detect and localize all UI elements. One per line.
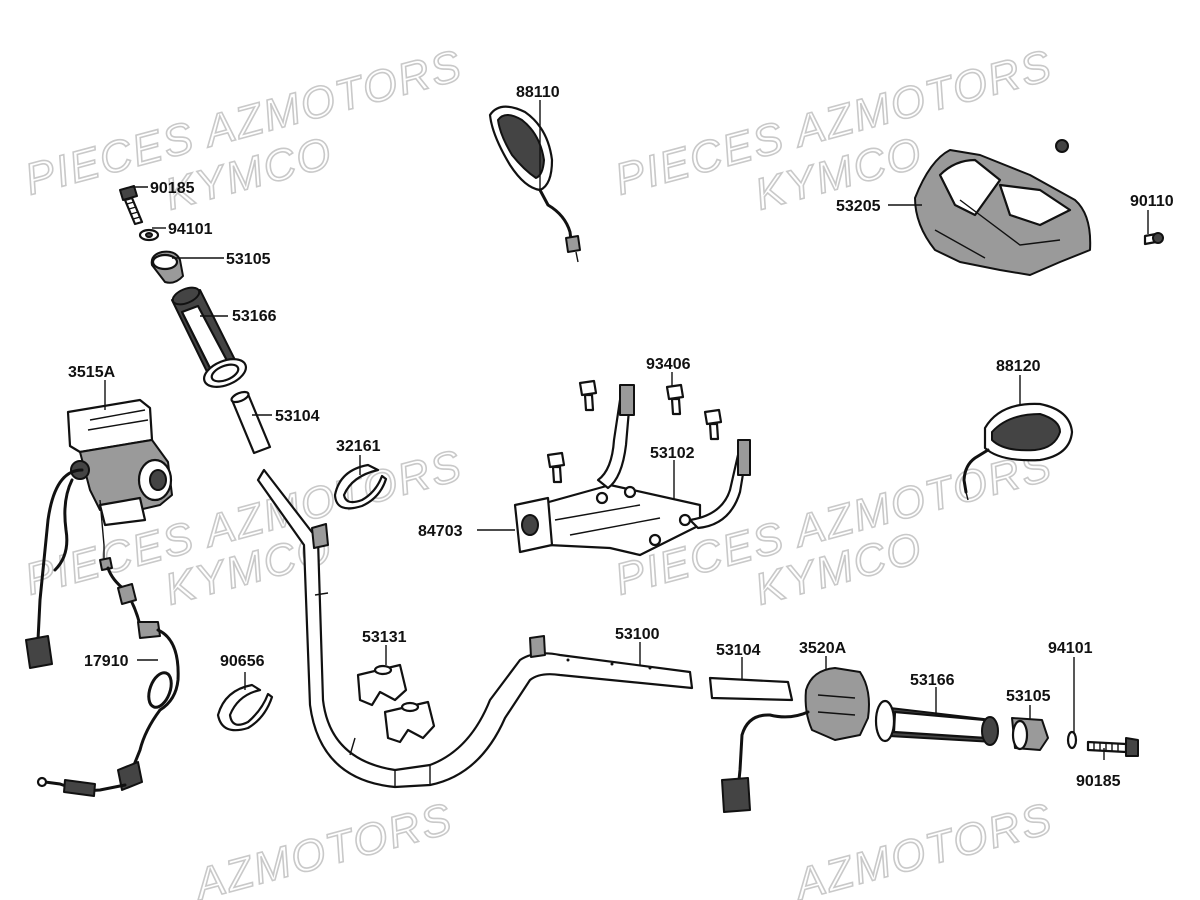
bolt-93406: [546, 379, 723, 484]
label-53100: 53100: [615, 626, 660, 643]
label-53166-top: 53166: [232, 308, 277, 325]
label-90656: 90656: [220, 653, 265, 670]
label-90185-top: 90185: [150, 180, 195, 197]
leader-lines: [99, 100, 1149, 760]
label-3520A: 3520A: [799, 640, 847, 657]
label-53105-right: 53105: [1006, 688, 1051, 705]
label-90185-right: 90185: [1076, 773, 1121, 790]
switch-3520A: [721, 667, 870, 813]
label-17910: 17910: [84, 653, 129, 670]
part-labels: 88110 90185 94101 53105 53166 53205 9011…: [68, 84, 1174, 790]
washer-94101-top: [138, 228, 160, 242]
watermark-text: AZMOTORS: [187, 794, 458, 900]
screw-90110: [1143, 232, 1164, 246]
bar-end-weight-53105-top: [150, 250, 184, 284]
grip-53166-right: [874, 699, 999, 746]
bracket-53102: [518, 384, 751, 557]
label-94101-right: 94101: [1048, 640, 1093, 657]
handlebar-cover-53205: [914, 139, 1092, 276]
label-3515A: 3515A: [68, 364, 116, 381]
throttle-tube-53104-right: [708, 676, 794, 702]
label-53104-right: 53104: [716, 642, 761, 659]
label-90110: 90110: [1130, 193, 1174, 210]
label-88110: 88110: [516, 84, 560, 101]
bar-end-weight-53105-right: [1011, 717, 1049, 751]
damper-84703: [513, 496, 554, 554]
label-53166-right: 53166: [910, 672, 955, 689]
label-32161: 32161: [336, 438, 381, 455]
handlebar-holder-53131: [356, 663, 436, 744]
mirror-88110-left: [488, 105, 581, 263]
wire-harness-17910: [25, 468, 180, 797]
throttle-tube-53104-left: [230, 390, 272, 455]
washer-94101-right: [1066, 730, 1078, 750]
cable-clamp-90656: [216, 683, 274, 732]
label-53105-top: 53105: [226, 251, 271, 268]
handlebar-53100: [256, 468, 694, 789]
watermark-text: AZMOTORS: [787, 794, 1058, 900]
label-53205: 53205: [836, 198, 881, 215]
label-88120: 88120: [996, 358, 1041, 375]
cable-clamp-32161: [333, 463, 388, 510]
mirror-88120-right: [962, 402, 1074, 501]
label-94101-top: 94101: [168, 221, 213, 238]
label-84703: 84703: [418, 523, 463, 540]
label-93406: 93406: [646, 356, 691, 373]
grip-53166-left: [171, 286, 247, 388]
label-53102: 53102: [650, 445, 695, 462]
label-53104-top: 53104: [275, 408, 320, 425]
master-cylinder-3515A: [66, 398, 173, 527]
bolt-90185-right: [1086, 737, 1139, 757]
label-53131: 53131: [362, 629, 407, 646]
bolt-90185-top: [119, 185, 144, 226]
